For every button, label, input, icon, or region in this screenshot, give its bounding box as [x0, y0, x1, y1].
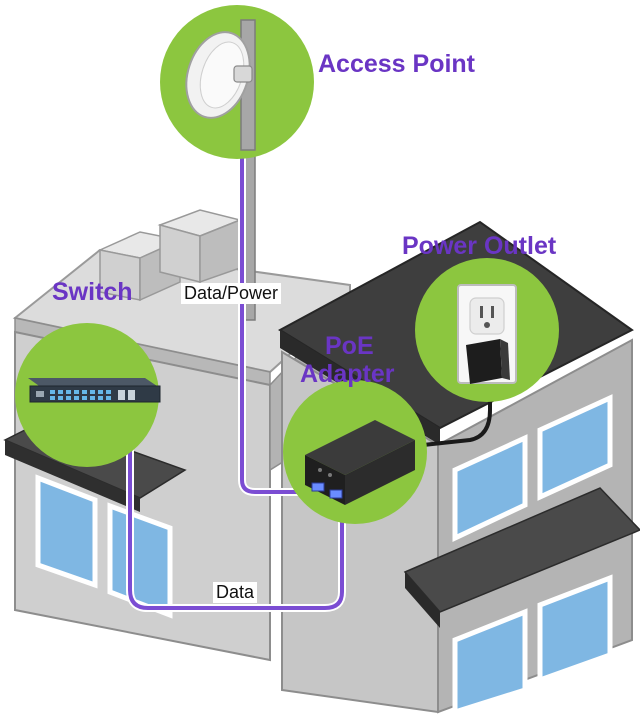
data-cable-label: Data: [213, 582, 258, 603]
rooftop-units: [97, 209, 243, 302]
upper-windows: [452, 394, 613, 542]
access-point-callout: [160, 5, 314, 159]
cables: [126, 76, 492, 612]
power-outlet-label: Power Outlet: [402, 232, 557, 260]
access-point-dish-icon: [185, 19, 256, 151]
power-outlet-callout: [415, 258, 559, 402]
poe-adapter-callout: [283, 380, 427, 524]
access-point-label: Access Point: [318, 50, 476, 78]
data-power-cable-label: Data/Power: [181, 283, 282, 304]
network-switch-icon: [28, 378, 161, 403]
power-plug-icon: [466, 339, 510, 384]
poe-adapter-label-line1: PoE: [325, 332, 374, 360]
switch-label: Switch: [52, 278, 133, 306]
switch-callout: [15, 323, 161, 467]
left-windows: [35, 474, 173, 619]
poe-adapter-icon: [305, 420, 415, 505]
poe-adapter-label-line2: Adapter: [300, 360, 395, 388]
power-cord: [393, 380, 492, 450]
lower-windows: [452, 574, 613, 716]
right-awning: [403, 487, 640, 628]
